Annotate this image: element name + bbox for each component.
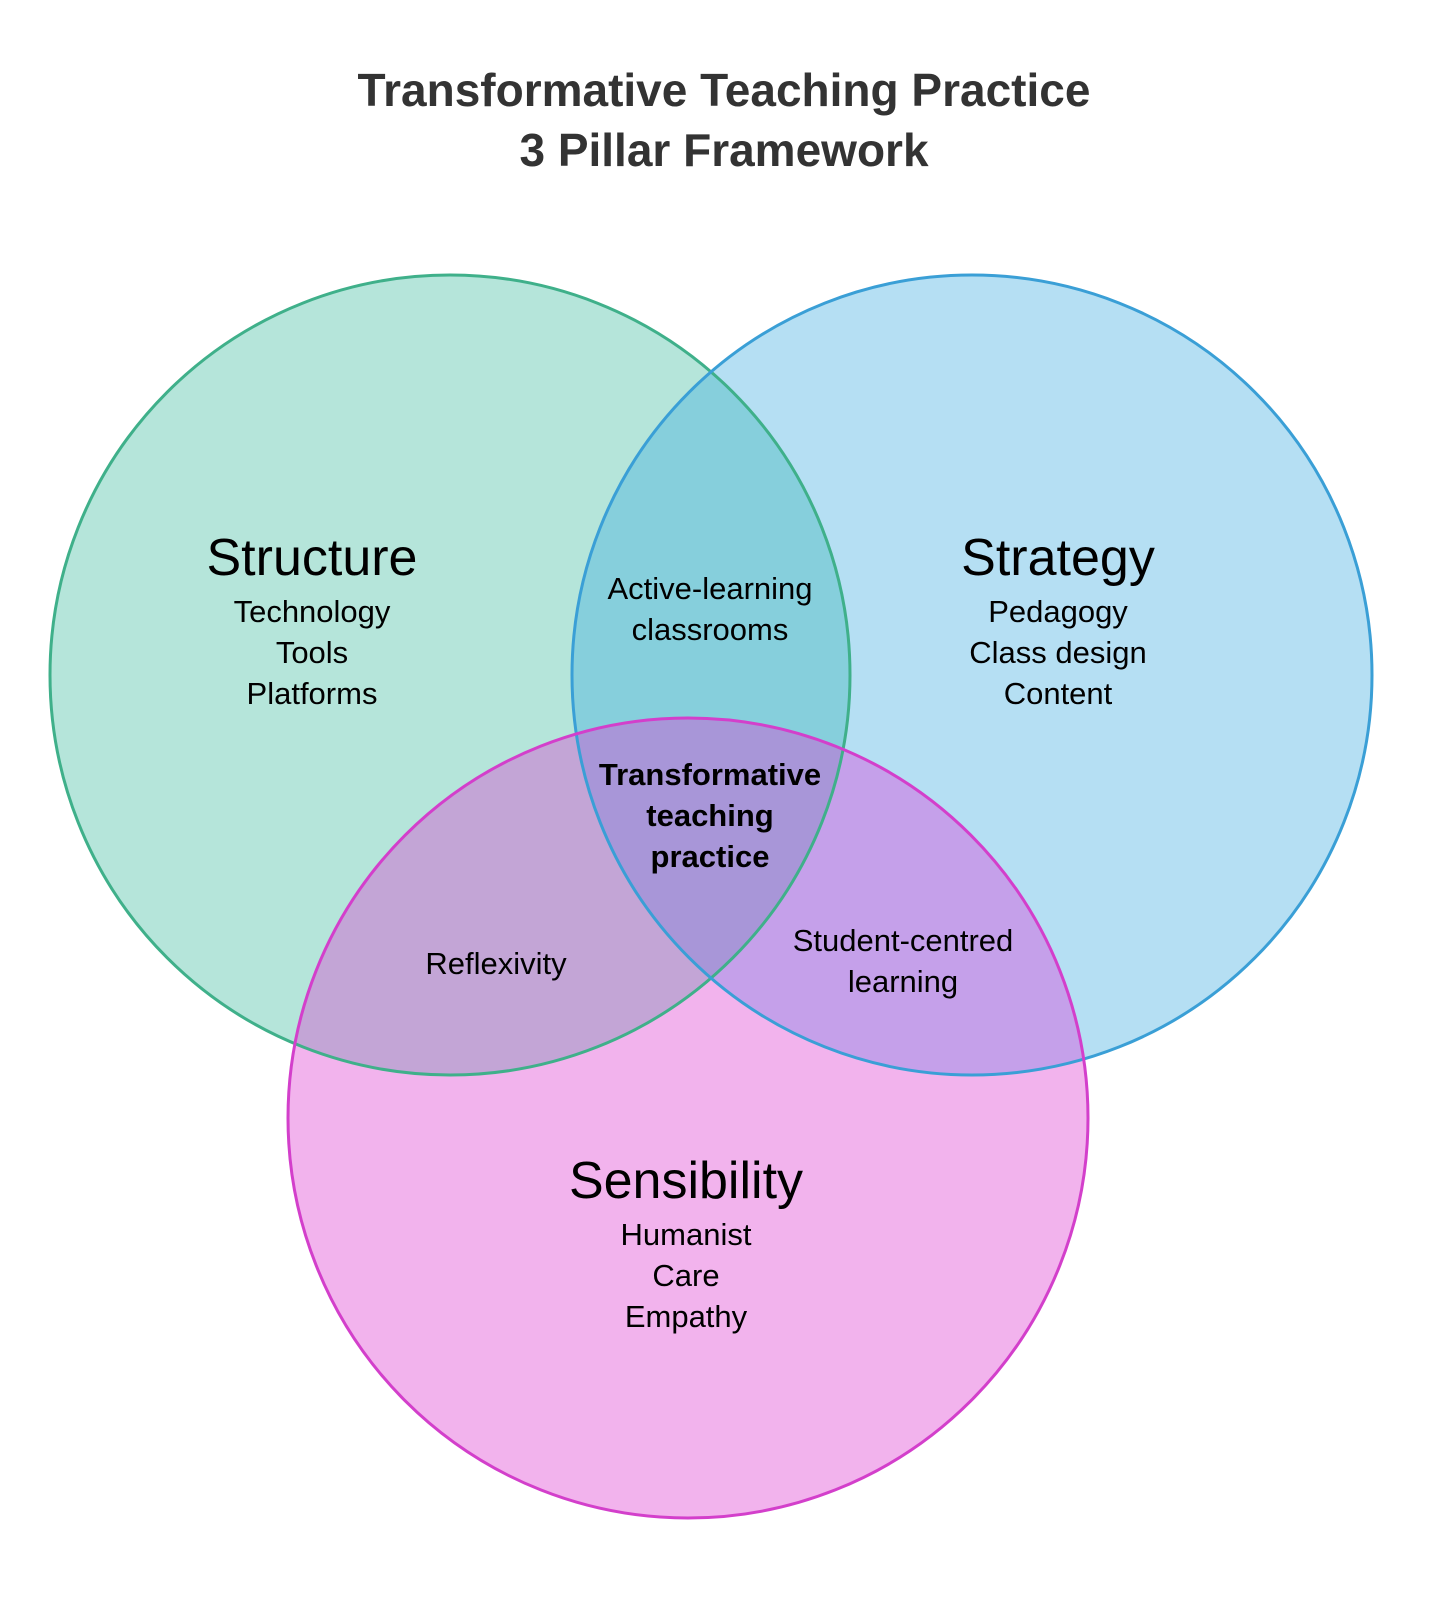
strategy-item: Class design xyxy=(969,635,1147,670)
structure-label-group: Structure Technology Tools Platforms xyxy=(162,528,462,714)
reflexivity-label: Reflexivity xyxy=(386,943,606,984)
strategy-heading: Strategy xyxy=(961,529,1155,587)
active-learning-label: Active-learning classrooms xyxy=(570,568,850,650)
student-centred-label: Student-centred learning xyxy=(758,920,1048,1002)
diagram-title-line-2: 3 Pillar Framework xyxy=(519,124,929,176)
structure-sensibility-overlap xyxy=(288,718,850,1075)
center-text: Transformative xyxy=(598,757,822,792)
transformative-practice-label: Transformative teaching practice xyxy=(570,754,850,877)
sensibility-item: Empathy xyxy=(624,1299,748,1334)
strategy-sensibility-overlap xyxy=(572,718,1088,1075)
sensibility-circle-outline xyxy=(286,716,1090,1520)
center-text: practice xyxy=(650,839,770,874)
center-text: teaching xyxy=(646,798,774,833)
overlap-text: Student-centred xyxy=(792,923,1014,958)
structure-item: Technology xyxy=(233,594,391,629)
strategy-item: Content xyxy=(1003,676,1113,711)
overlap-text: Active-learning xyxy=(607,571,813,606)
strategy-circle-outline xyxy=(570,273,1374,1077)
sensibility-label-group: Sensibility Humanist Care Empathy xyxy=(536,1151,836,1337)
structure-item: Tools xyxy=(275,635,349,670)
structure-item: Platforms xyxy=(246,676,378,711)
overlap-text: learning xyxy=(847,964,959,999)
sensibility-heading: Sensibility xyxy=(568,1152,804,1210)
structure-heading: Structure xyxy=(206,529,418,587)
structure-circle-outline xyxy=(48,273,852,1077)
strategy-label-group: Strategy Pedagogy Class design Content xyxy=(908,528,1208,714)
diagram-title-line-1: Transformative Teaching Practice xyxy=(357,64,1091,116)
sensibility-item: Care xyxy=(652,1258,720,1293)
strategy-item: Pedagogy xyxy=(988,594,1128,629)
sensibility-item: Humanist xyxy=(620,1217,752,1252)
overlap-text: classrooms xyxy=(631,612,789,647)
overlap-text: Reflexivity xyxy=(425,946,567,981)
